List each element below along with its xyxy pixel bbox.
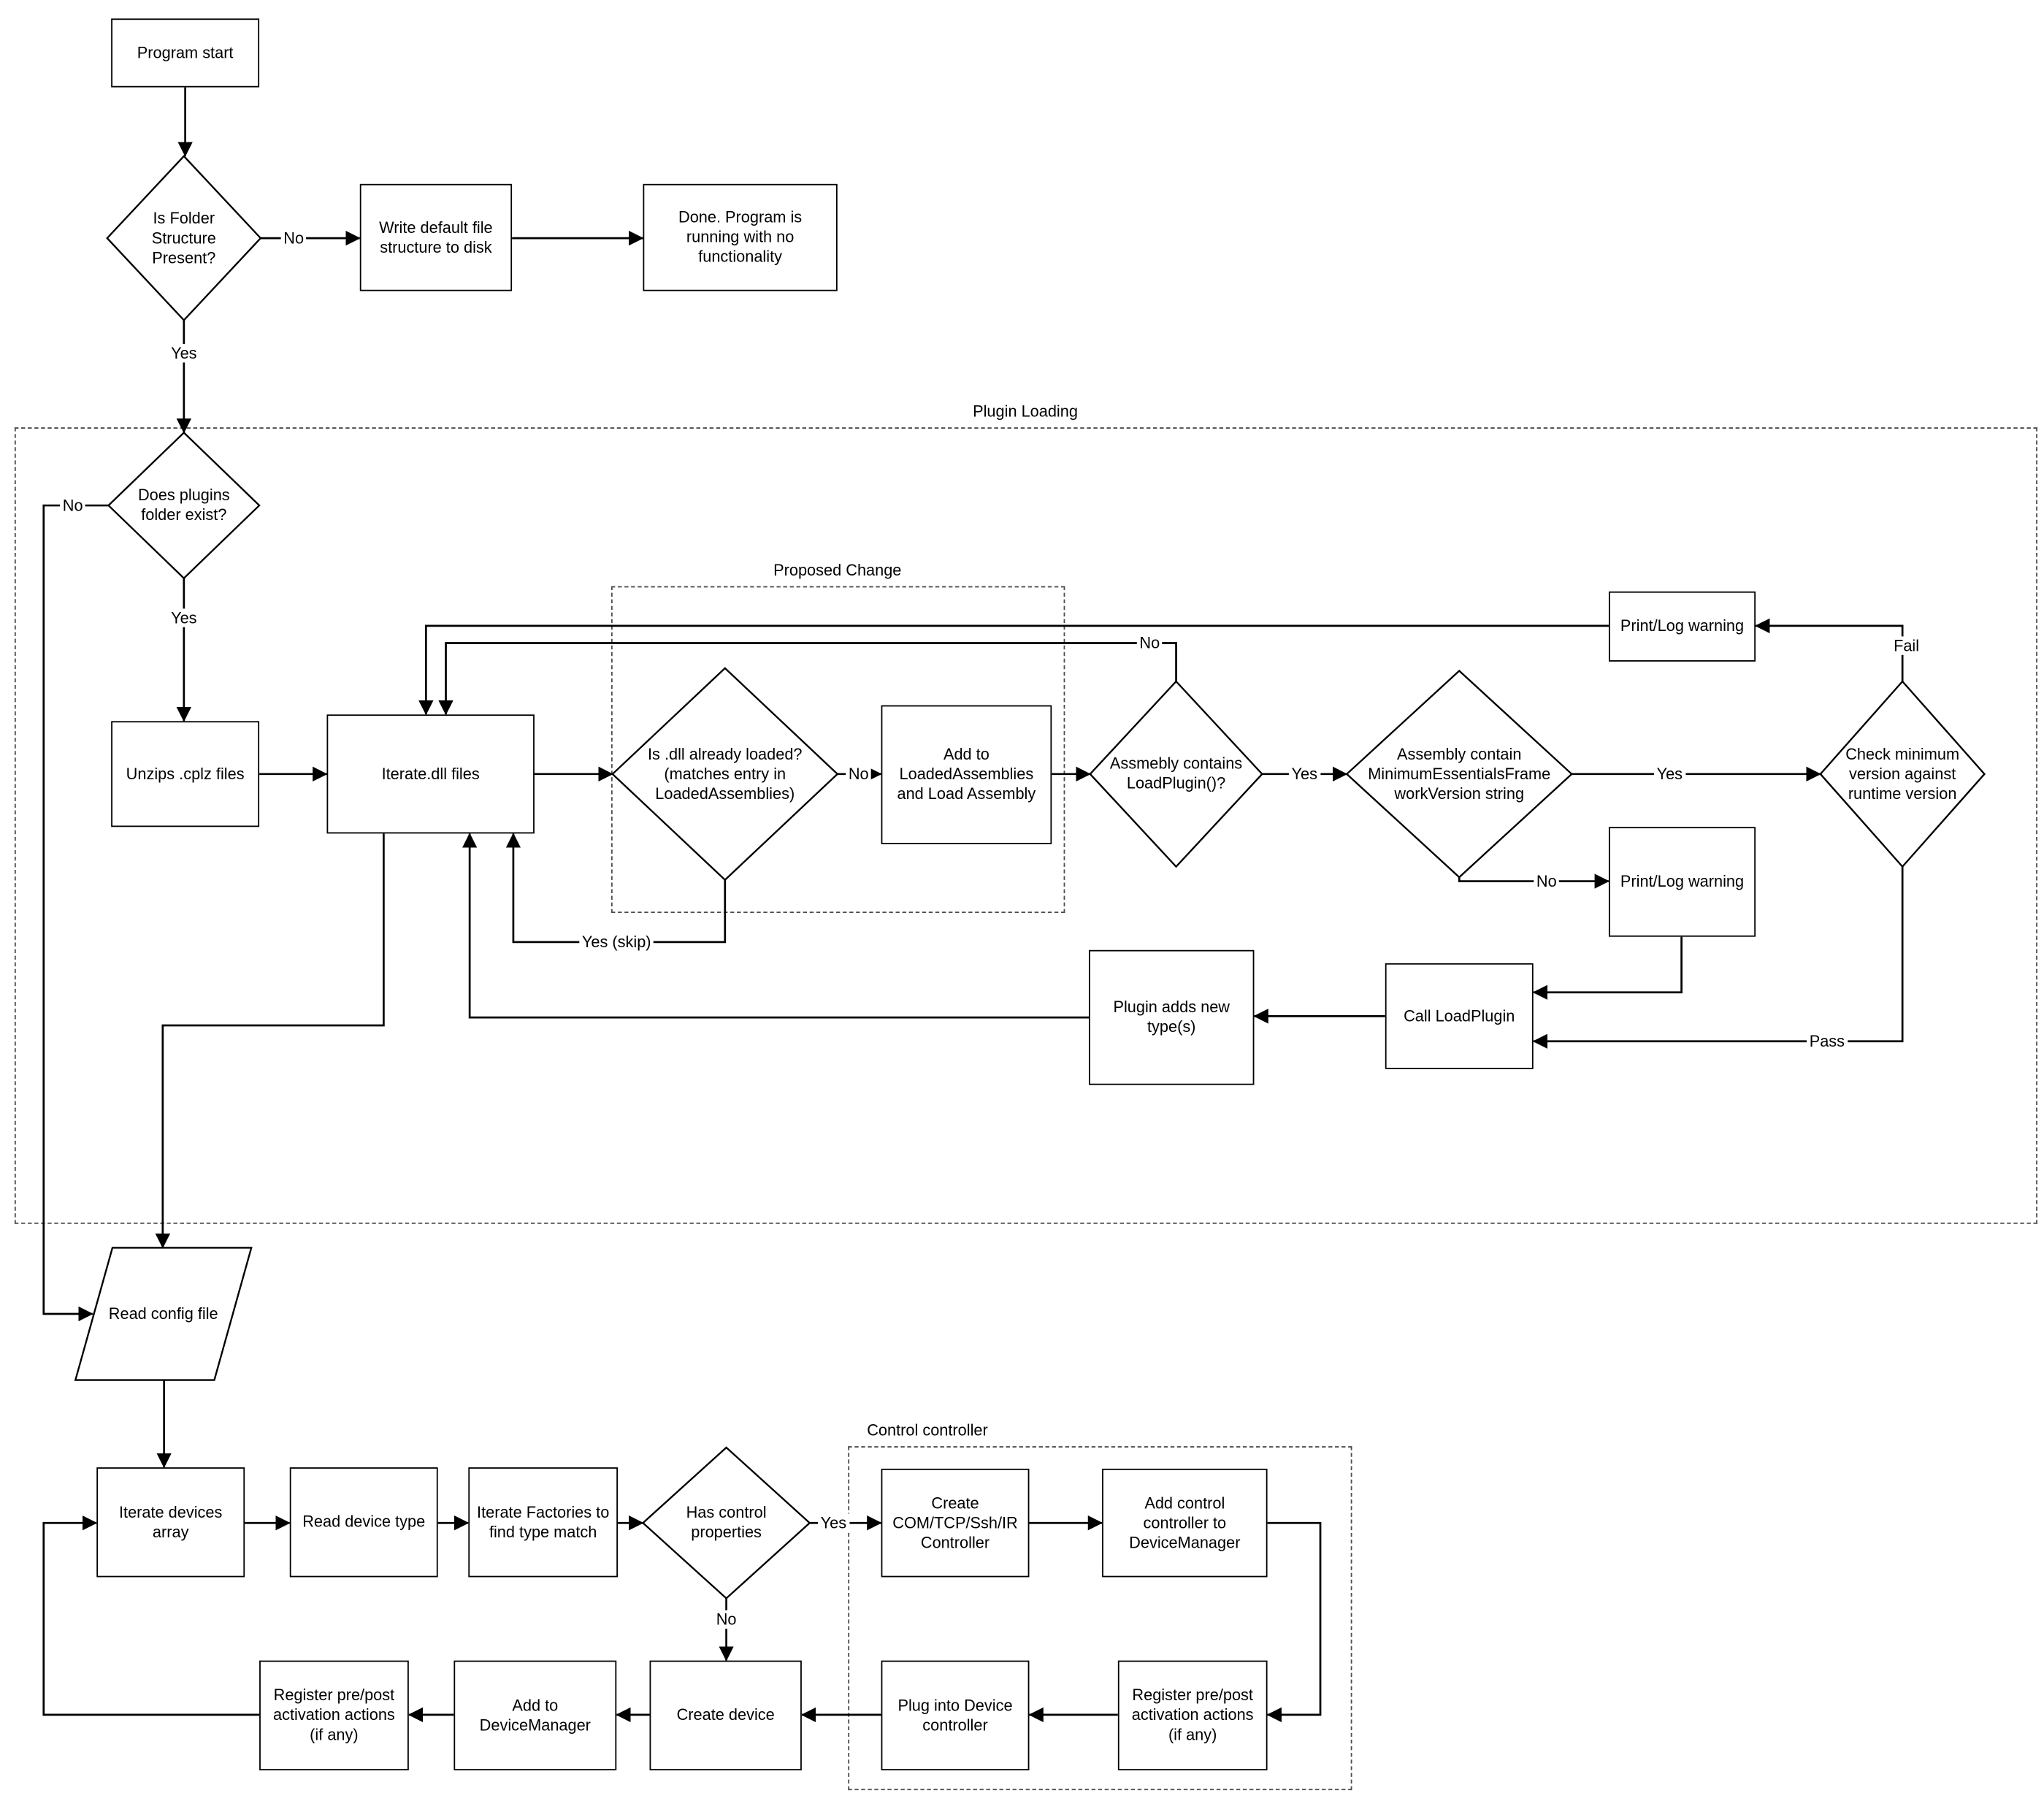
edge-label-plugins-yes: Yes <box>168 608 200 627</box>
node-iterate-dll-files: Iterate.dll files <box>326 714 535 834</box>
node-plugins-folder-exist: Does plugins folder exist? <box>109 432 260 578</box>
edge-addtypes-to-iterate <box>462 833 1089 1019</box>
node-shape-plugins-folder <box>107 431 261 580</box>
node-label: Print/Log warning <box>1620 871 1745 891</box>
node-label: Add to DeviceManager <box>479 1695 591 1735</box>
node-read-config-file: Read config file <box>75 1247 251 1380</box>
node-label: Register pre/post activation actions (if… <box>273 1686 395 1744</box>
node-label: Write default file structure to disk <box>379 218 493 256</box>
edge-label-check-fail: Fail <box>1891 636 1922 655</box>
node-assembly-contains-loadplugin: Assmebly contains LoadPlugin()? <box>1090 681 1263 867</box>
node-label: Create device <box>676 1705 775 1724</box>
node-label: Create COM/TCP/Ssh/IR Controller <box>892 1493 1018 1552</box>
node-done-no-functionality: Done. Program is running with no functio… <box>643 183 838 291</box>
node-label: Check minimum version against runtime ve… <box>1845 744 1960 803</box>
node-check-minimum-version: Check minimum version against runtime ve… <box>1821 681 1985 867</box>
edge-check-pass <box>1532 866 1904 1049</box>
node-printlog-warning-top: Print/Log warning <box>1608 591 1756 662</box>
node-unzips-cplz: Unzips .cplz files <box>111 721 260 827</box>
node-shape-has-control <box>641 1446 811 1600</box>
node-label: Add control controller to DeviceManager <box>1129 1493 1241 1552</box>
node-dll-already-loaded: Is .dll already loaded? (matches entry i… <box>613 668 838 880</box>
node-label: Register pre/post activation actions (if… <box>1131 1686 1254 1744</box>
node-label: Read config file <box>108 1304 218 1323</box>
node-label: Read device type <box>302 1512 426 1532</box>
container-control-controller <box>848 1446 1352 1791</box>
edge-label-contains-no: No <box>1136 633 1163 653</box>
node-label: Plugin adds new type(s) <box>1113 997 1230 1036</box>
node-add-control-controller: Add control controller to DeviceManager <box>1102 1468 1268 1578</box>
node-label: Call LoadPlugin <box>1404 1006 1515 1025</box>
container-proposed-change <box>610 586 1065 914</box>
edge-label-folder-no: No <box>280 229 307 248</box>
edge-registerleft-loop-to-devices <box>42 1515 260 1716</box>
edge-check-fail <box>1755 618 1904 681</box>
node-label: Program start <box>137 42 234 62</box>
edge-label-yes-skip: Yes (skip) <box>579 933 654 952</box>
edge-warning-to-loadplugin <box>1532 936 1683 1000</box>
node-add-to-devicemanager: Add to DeviceManager <box>453 1660 617 1770</box>
node-has-control-properties: Has control properties <box>643 1448 809 1599</box>
container-label-plugin-loading: Plugin Loading <box>968 402 1082 421</box>
node-label: Iterate devices array <box>118 1502 223 1541</box>
node-call-loadplugin: Call LoadPlugin <box>1385 963 1534 1069</box>
container-label-control-controller: Control controller <box>862 1421 992 1440</box>
node-create-device: Create device <box>649 1660 802 1770</box>
edge-label-folder-yes: Yes <box>168 344 200 363</box>
node-create-controller: Create COM/TCP/Ssh/IR Controller <box>881 1468 1030 1578</box>
edge-label-contains-yes: Yes <box>1288 765 1320 784</box>
edge-label-plugins-no: No <box>60 496 86 515</box>
node-label: Is Folder Structure Present? <box>151 208 216 267</box>
node-label: Unzips .cplz files <box>126 764 245 783</box>
node-plug-into-device-controller: Plug into Device controller <box>881 1660 1030 1770</box>
container-label-proposed-change: Proposed Change <box>769 561 906 580</box>
node-label: Assmebly contains LoadPlugin()? <box>1109 754 1243 793</box>
edge-label-minversion-no: No <box>1534 871 1560 891</box>
edge-label-hascontrol-no: No <box>713 1610 740 1629</box>
container-plugin-loading <box>14 427 2037 1224</box>
node-register-actions-right: Register pre/post activation actions (if… <box>1117 1660 1268 1770</box>
node-shape-check-min <box>1819 680 1986 868</box>
node-iterate-factories: Iterate Factories to find type match <box>468 1467 619 1578</box>
edge-plugins-no <box>42 504 109 1322</box>
node-add-to-loadedassemblies: Add to LoadedAssemblies and Load Assembl… <box>881 705 1052 844</box>
node-label: Is .dll already loaded? (matches entry i… <box>648 744 803 803</box>
node-assembly-min-version-string: Assembly contain MinimumEssentialsFramew… <box>1347 671 1572 878</box>
edge-label-check-pass: Pass <box>1807 1032 1848 1051</box>
node-label: Plug into Device controller <box>897 1695 1013 1735</box>
node-shape-contains-loadplugin <box>1089 680 1263 868</box>
node-plugin-adds-types: Plugin adds new type(s) <box>1088 949 1255 1085</box>
node-label: Has control properties <box>686 1503 767 1542</box>
node-shape-is-folder-structure <box>106 155 262 322</box>
edge-label-hascontrol-yes: Yes <box>817 1513 849 1532</box>
node-read-device-type: Read device type <box>289 1467 438 1578</box>
node-register-actions-left: Register pre/post activation actions (if… <box>259 1660 409 1770</box>
node-label: Iterate Factories to find type match <box>477 1502 610 1541</box>
edge-contains-no <box>438 642 1177 716</box>
edge-addcontrol-to-register <box>1266 1521 1322 1723</box>
node-program-start: Program start <box>111 18 260 88</box>
node-label: Done. Program is running with no functio… <box>678 207 803 267</box>
node-label: Print/Log warning <box>1620 616 1745 635</box>
node-write-default-structure: Write default file structure to disk <box>359 183 513 291</box>
node-label: Does plugins folder exist? <box>137 485 230 524</box>
node-label: Iterate.dll files <box>381 764 480 783</box>
edge-iterate-to-config <box>155 833 385 1249</box>
edge-label-minversion-yes: Yes <box>1653 765 1685 784</box>
node-iterate-devices-array: Iterate devices array <box>96 1467 245 1578</box>
node-label: Add to LoadedAssemblies and Load Assembl… <box>897 744 1036 803</box>
node-printlog-warning-mid: Print/Log warning <box>1608 827 1756 937</box>
node-shape-min-version <box>1345 669 1573 879</box>
node-shape-read-config <box>74 1247 253 1381</box>
edge-label-loaded-no: No <box>846 765 872 784</box>
node-shape-dll-loaded <box>611 667 839 882</box>
node-label: Assembly contain MinimumEssentialsFramew… <box>1368 744 1551 803</box>
edge-warning-to-iterate <box>418 624 1609 716</box>
node-is-folder-structure: Is Folder Structure Present? <box>107 156 261 321</box>
